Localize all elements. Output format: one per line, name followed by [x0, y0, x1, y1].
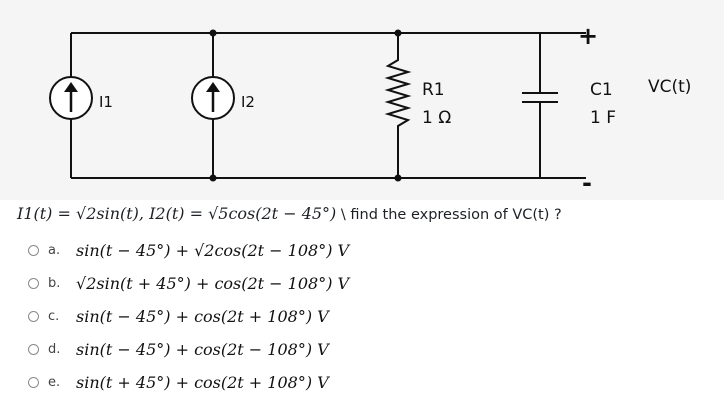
radio-c[interactable] — [28, 310, 39, 322]
i1-label: I1 — [99, 93, 113, 111]
capacitor-c1 — [522, 92, 558, 103]
option-b-text: √2sin(t + 45°) + cos(2t − 108°) V — [76, 273, 350, 293]
resistor-r1 — [384, 33, 412, 178]
vc-label: VC(t) — [648, 77, 691, 97]
r1-value: 1 Ω — [422, 108, 451, 128]
option-c-letter: c. — [48, 308, 60, 324]
c1-name: C1 — [590, 80, 613, 100]
option-d-letter: d. — [48, 341, 61, 357]
radio-d[interactable] — [28, 343, 39, 355]
option-a-text: sin(t − 45°) + √2cos(2t − 108°) V — [76, 240, 350, 260]
option-b-letter: b. — [48, 275, 61, 291]
current-source-i2 — [191, 76, 235, 120]
question-given: I1(t) = √2sin(t), I2(t) = √5cos(2t − 45°… — [17, 204, 337, 223]
c1-value: 1 F — [590, 108, 616, 128]
circuit-schematic: I1 I2 R1 1 Ω C1 1 F + - VC(t) — [49, 22, 691, 197]
option-e-text: sin(t + 45°) + cos(2t + 108°) V — [76, 372, 329, 392]
option-e[interactable]: e. sin(t + 45°) + cos(2t + 108°) V — [28, 368, 588, 396]
option-a-letter: a. — [48, 242, 61, 258]
radio-a[interactable] — [28, 244, 39, 256]
r1-name: R1 — [422, 80, 445, 100]
option-b[interactable]: b. √2sin(t + 45°) + cos(2t − 108°) V — [28, 269, 588, 297]
circuit-diagram: I1 I2 R1 1 Ω C1 1 F + - VC(t) — [0, 0, 724, 200]
minus-terminal: - — [582, 169, 592, 197]
option-e-letter: e. — [48, 374, 61, 390]
option-d-text: sin(t − 45°) + cos(2t − 108°) V — [76, 339, 329, 359]
radio-e[interactable] — [28, 376, 39, 388]
i2-label: I2 — [241, 93, 255, 111]
plus-terminal: + — [578, 22, 598, 50]
radio-b[interactable] — [28, 277, 39, 289]
option-a[interactable]: a. sin(t − 45°) + √2cos(2t − 108°) V — [28, 236, 588, 264]
option-d[interactable]: d. sin(t − 45°) + cos(2t − 108°) V — [28, 335, 588, 363]
option-c-text: sin(t − 45°) + cos(2t + 108°) V — [76, 306, 329, 326]
option-c[interactable]: c. sin(t − 45°) + cos(2t + 108°) V — [28, 302, 588, 330]
question-prompt: \ find the expression of VC(t) ? — [340, 207, 562, 223]
question-text: I1(t) = √2sin(t), I2(t) = √5cos(2t − 45°… — [17, 204, 717, 223]
current-source-i1 — [49, 76, 93, 120]
